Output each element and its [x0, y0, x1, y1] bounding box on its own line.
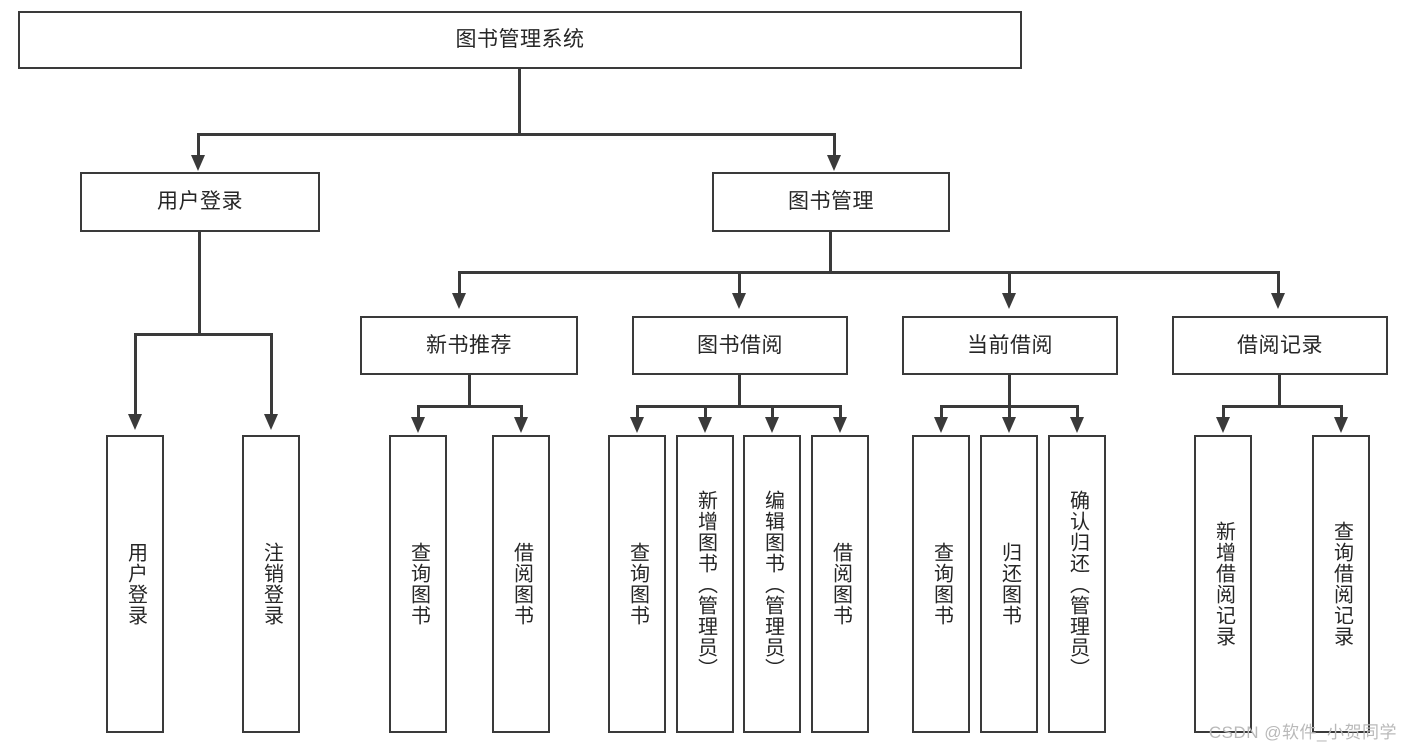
connector-new-book-stem [468, 375, 471, 407]
leaf-new-book-borrow-book[interactable]: 借阅图书 [492, 435, 550, 733]
connector-user-login-stem [198, 232, 201, 335]
arrowhead-book-borrow-leaf-2 [698, 417, 712, 433]
arrowhead-bm-book-borrow [732, 293, 746, 309]
node-label: 新增图书（管理员） [694, 489, 717, 679]
connector-bm-to-book-borrow [738, 271, 741, 296]
leaf-user-login-login[interactable]: 用户登录 [106, 435, 164, 733]
arrowhead-user-login-leaf-2 [264, 414, 278, 430]
leaf-borrow-records-query-record[interactable]: 查询借阅记录 [1312, 435, 1370, 733]
connector-bm-to-current-borrow [1008, 271, 1011, 296]
node-label: 借阅记录 [1237, 333, 1323, 357]
connector-root-stem [518, 69, 521, 134]
node-label: 查询图书 [407, 542, 430, 626]
connector-current-borrow-stem [1008, 375, 1011, 407]
leaf-book-borrow-query-book[interactable]: 查询图书 [608, 435, 666, 733]
node-book-management[interactable]: 图书管理 [712, 172, 950, 232]
connector-root-to-book-management [833, 133, 836, 158]
connector-new-book-leaf-2 [520, 405, 523, 419]
leaf-book-borrow-add-book-admin[interactable]: 新增图书（管理员） [676, 435, 734, 733]
arrowhead-book-borrow-leaf-1 [630, 417, 644, 433]
node-label: 查询借阅记录 [1330, 521, 1353, 647]
connector-user-login-to-leaf-1 [134, 333, 137, 416]
node-label: 当前借阅 [967, 333, 1053, 357]
leaf-borrow-records-add-record[interactable]: 新增借阅记录 [1194, 435, 1252, 733]
node-label: 查询图书 [930, 542, 953, 626]
leaf-book-borrow-borrow-book[interactable]: 借阅图书 [811, 435, 869, 733]
connector-new-book-bar [417, 405, 523, 408]
node-label: 编辑图书（管理员） [761, 489, 784, 679]
arrowhead-root-to-book-management [827, 155, 841, 171]
node-label: 借阅图书 [510, 542, 533, 626]
connector-bm-to-borrow-records [1277, 271, 1280, 296]
connector-new-book-leaf-1 [417, 405, 420, 419]
leaf-current-borrow-query-book[interactable]: 查询图书 [912, 435, 970, 733]
connector-book-borrow-bar [636, 405, 842, 408]
node-root-book-management-system[interactable]: 图书管理系统 [18, 11, 1022, 69]
node-label: 图书借阅 [697, 333, 783, 357]
arrowhead-borrow-records-leaf-1 [1216, 417, 1230, 433]
node-label: 图书管理 [788, 190, 874, 214]
connector-current-borrow-leaf-3 [1076, 405, 1079, 419]
arrowhead-current-borrow-leaf-1 [934, 417, 948, 433]
connector-bm-to-new-book [458, 271, 461, 296]
connector-book-management-stem [829, 232, 832, 274]
connector-borrow-records-leaf-2 [1340, 405, 1343, 419]
arrowhead-new-book-leaf-1 [411, 417, 425, 433]
connector-book-borrow-leaf-3 [771, 405, 774, 419]
connector-root-bar [197, 133, 836, 136]
leaf-user-login-logout[interactable]: 注销登录 [242, 435, 300, 733]
node-new-book-recommend[interactable]: 新书推荐 [360, 316, 578, 375]
connector-book-management-bar [458, 271, 1280, 274]
node-user-login[interactable]: 用户登录 [80, 172, 320, 232]
node-label: 用户登录 [124, 542, 147, 626]
node-label: 归还图书 [998, 542, 1021, 626]
node-label: 确认归还（管理员） [1066, 489, 1089, 679]
connector-user-login-bar [134, 333, 273, 336]
node-label: 新增借阅记录 [1212, 521, 1235, 647]
arrowhead-user-login-leaf-1 [128, 414, 142, 430]
node-book-borrow[interactable]: 图书借阅 [632, 316, 848, 375]
node-label: 查询图书 [626, 542, 649, 626]
arrowhead-bm-borrow-records [1271, 293, 1285, 309]
arrowhead-book-borrow-leaf-3 [765, 417, 779, 433]
connector-borrow-records-stem [1278, 375, 1281, 407]
arrowhead-current-borrow-leaf-3 [1070, 417, 1084, 433]
connector-current-borrow-leaf-2 [1008, 405, 1011, 419]
connector-borrow-records-leaf-1 [1222, 405, 1225, 419]
connector-current-borrow-leaf-1 [940, 405, 943, 419]
leaf-current-borrow-confirm-return-admin[interactable]: 确认归还（管理员） [1048, 435, 1106, 733]
arrowhead-new-book-leaf-2 [514, 417, 528, 433]
node-label: 用户登录 [157, 190, 243, 214]
node-label: 借阅图书 [829, 542, 852, 626]
arrowhead-current-borrow-leaf-2 [1002, 417, 1016, 433]
node-current-borrow[interactable]: 当前借阅 [902, 316, 1118, 375]
arrowhead-borrow-records-leaf-2 [1334, 417, 1348, 433]
connector-root-to-user-login [197, 133, 200, 158]
node-label: 图书管理系统 [455, 28, 585, 52]
node-borrow-records[interactable]: 借阅记录 [1172, 316, 1388, 375]
connector-book-borrow-leaf-4 [839, 405, 842, 419]
node-label: 注销登录 [260, 542, 283, 626]
connector-user-login-to-leaf-2 [270, 333, 273, 416]
arrowhead-book-borrow-leaf-4 [833, 417, 847, 433]
connector-book-borrow-stem [738, 375, 741, 407]
leaf-current-borrow-return-book[interactable]: 归还图书 [980, 435, 1038, 733]
arrowhead-bm-current-borrow [1002, 293, 1016, 309]
connector-book-borrow-leaf-1 [636, 405, 639, 419]
arrowhead-bm-new-book [452, 293, 466, 309]
arrowhead-root-to-user-login [191, 155, 205, 171]
leaf-new-book-query-book[interactable]: 查询图书 [389, 435, 447, 733]
leaf-book-borrow-edit-book-admin[interactable]: 编辑图书（管理员） [743, 435, 801, 733]
connector-book-borrow-leaf-2 [704, 405, 707, 419]
connector-borrow-records-bar [1222, 405, 1341, 408]
node-label: 新书推荐 [426, 333, 512, 357]
